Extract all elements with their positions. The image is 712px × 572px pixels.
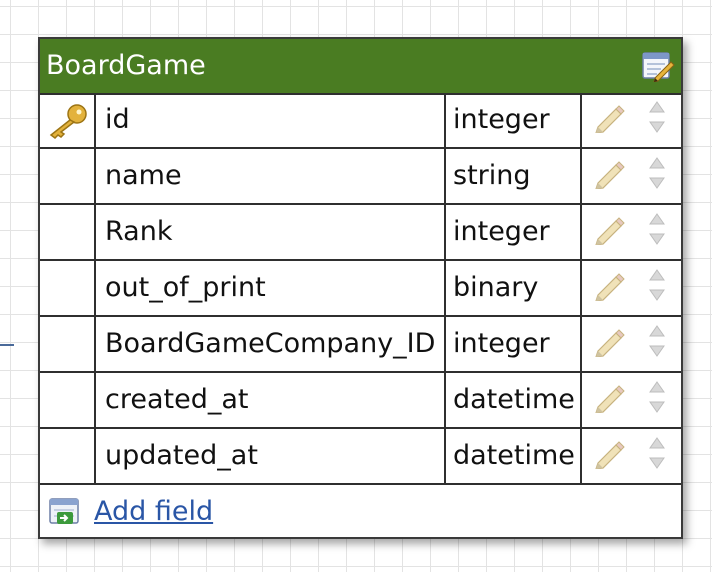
field-row-updated-at[interactable]: updated_at datetime [40,429,681,485]
field-type-cell[interactable]: integer [446,205,582,259]
field-name: name [105,160,182,191]
field-type: integer [453,216,550,247]
field-name: updated_at [105,440,258,471]
key-cell [40,317,96,371]
reorder-icon[interactable] [646,323,668,359]
field-row-id[interactable]: id integer [40,93,681,149]
field-name-cell[interactable]: BoardGameCompany_ID [96,317,446,371]
field-actions [582,149,681,203]
key-cell [40,429,96,483]
field-actions [582,429,681,483]
key-cell [40,205,96,259]
pencil-icon[interactable] [592,157,626,189]
pencil-icon[interactable] [592,101,626,133]
reorder-icon[interactable] [646,99,668,135]
pencil-icon[interactable] [592,325,626,357]
key-cell [40,149,96,203]
field-name-cell[interactable]: id [96,93,446,147]
field-row-rank[interactable]: Rank integer [40,205,681,261]
field-type-cell[interactable]: datetime [446,373,582,427]
pencil-icon[interactable] [592,269,626,301]
field-name: id [105,104,130,135]
field-name-cell[interactable]: updated_at [96,429,446,483]
field-name-cell[interactable]: created_at [96,373,446,427]
field-type-cell[interactable]: binary [446,261,582,315]
field-row-created-at[interactable]: created_at datetime [40,373,681,429]
key-cell [40,373,96,427]
field-actions [582,205,681,259]
reorder-icon[interactable] [646,155,668,191]
field-type-cell[interactable]: string [446,149,582,203]
field-type: binary [453,272,539,303]
primary-key-icon [49,104,87,139]
pencil-icon[interactable] [592,437,626,469]
table-title: BoardGame [46,50,206,81]
field-name: out_of_print [105,272,266,303]
field-actions [582,93,681,147]
field-name: created_at [105,384,249,415]
relation-connector-line [0,344,14,346]
field-type: integer [453,104,550,135]
key-cell [40,261,96,315]
field-type-cell[interactable]: datetime [446,429,582,483]
field-name-cell[interactable]: out_of_print [96,261,446,315]
field-type: datetime [453,440,575,471]
pencil-icon[interactable] [592,381,626,413]
field-actions [582,261,681,315]
field-row-out-of-print[interactable]: out_of_print binary [40,261,681,317]
field-name: Rank [105,216,173,247]
field-type: string [453,160,531,191]
reorder-icon[interactable] [646,435,668,471]
field-row-boardgamecompany-id[interactable]: BoardGameCompany_ID integer [40,317,681,373]
table-header[interactable]: BoardGame [40,39,681,95]
field-name-cell[interactable]: name [96,149,446,203]
field-type: integer [453,328,550,359]
pencil-icon[interactable] [592,213,626,245]
field-name-cell[interactable]: Rank [96,205,446,259]
key-cell [40,93,96,147]
field-type-cell[interactable]: integer [446,93,582,147]
field-actions [582,317,681,371]
reorder-icon[interactable] [646,267,668,303]
add-field-link[interactable]: Add field [94,496,214,527]
field-actions [582,373,681,427]
edit-table-icon[interactable] [641,50,675,82]
reorder-icon[interactable] [646,379,668,415]
field-name: BoardGameCompany_ID [105,328,436,359]
field-type-cell[interactable]: integer [446,317,582,371]
field-row-name[interactable]: name string [40,149,681,205]
add-field-icon[interactable] [48,496,84,528]
reorder-icon[interactable] [646,211,668,247]
field-type: datetime [453,384,575,415]
